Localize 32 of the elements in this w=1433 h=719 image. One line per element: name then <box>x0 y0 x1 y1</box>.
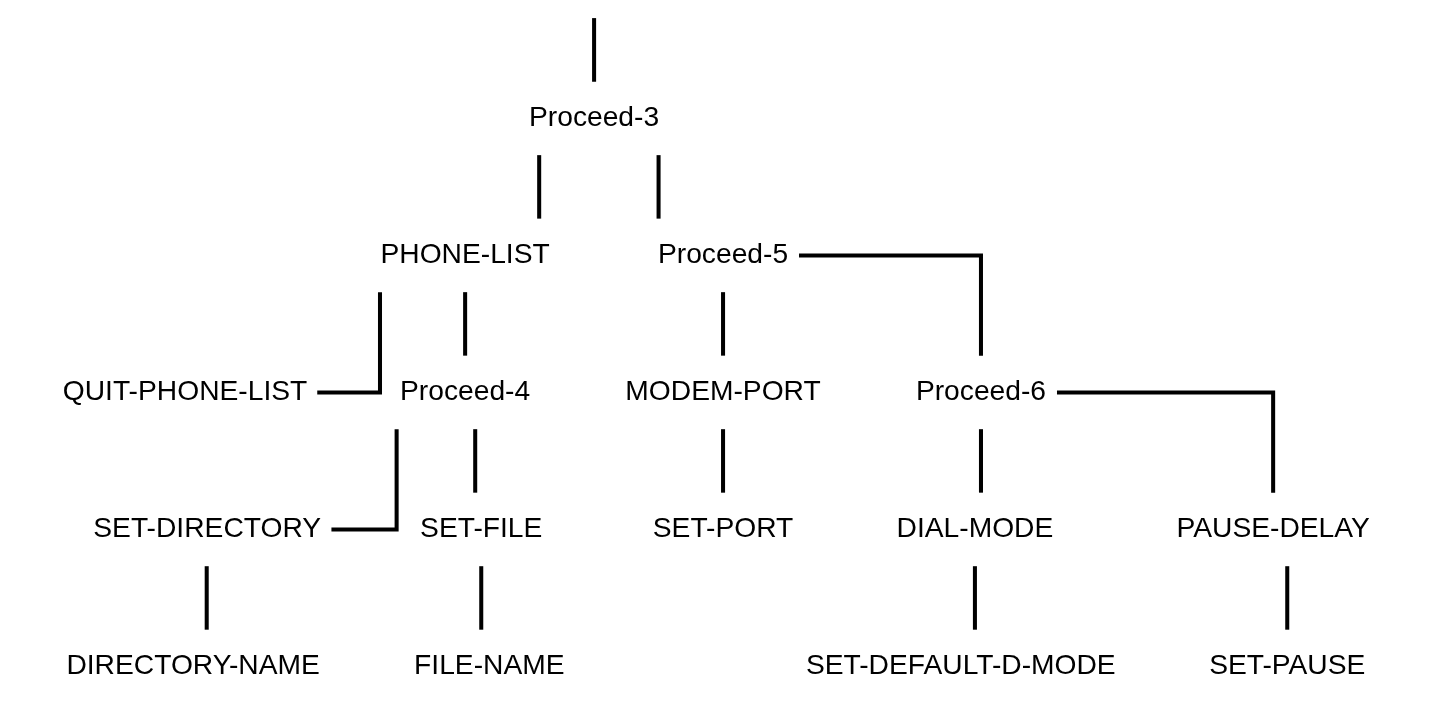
connector <box>463 292 468 356</box>
node-text: SET-PAUSE <box>1209 647 1366 680</box>
connector <box>473 429 478 493</box>
node-text: SET-DIRECTORY <box>93 510 322 543</box>
node-text: SET-PORT <box>652 510 794 543</box>
node-text: SET-DEFAULT-D-MODE <box>805 647 1116 680</box>
connector <box>978 429 983 493</box>
connector <box>331 429 399 532</box>
node-text: SET-FILE <box>420 510 543 543</box>
connector <box>1057 390 1276 493</box>
node-text: Proceed-6 <box>915 373 1047 406</box>
node-text: Proceed-3 <box>529 99 660 132</box>
node-text: QUIT-PHONE-LIST <box>62 373 308 406</box>
connector <box>479 566 484 630</box>
connector <box>721 292 726 356</box>
connector <box>656 155 661 219</box>
node-text: DIAL-MODE <box>896 510 1054 543</box>
node-text: Proceed-5 <box>657 236 789 269</box>
node-text: Proceed-4 <box>400 373 531 406</box>
connector <box>317 292 382 395</box>
connector <box>799 253 983 356</box>
connector <box>1285 566 1290 630</box>
connector <box>537 155 542 219</box>
node-text: MODEM-PORT <box>625 373 821 406</box>
node-text: FILE-NAME <box>414 647 565 680</box>
node-text: DIRECTORY-NAME <box>66 647 320 680</box>
node-text: PHONE-LIST <box>380 236 550 269</box>
node-text: PAUSE-DELAY <box>1176 510 1370 543</box>
connector <box>204 566 209 630</box>
connector <box>592 18 597 82</box>
connector <box>972 566 977 630</box>
connector <box>721 429 726 493</box>
